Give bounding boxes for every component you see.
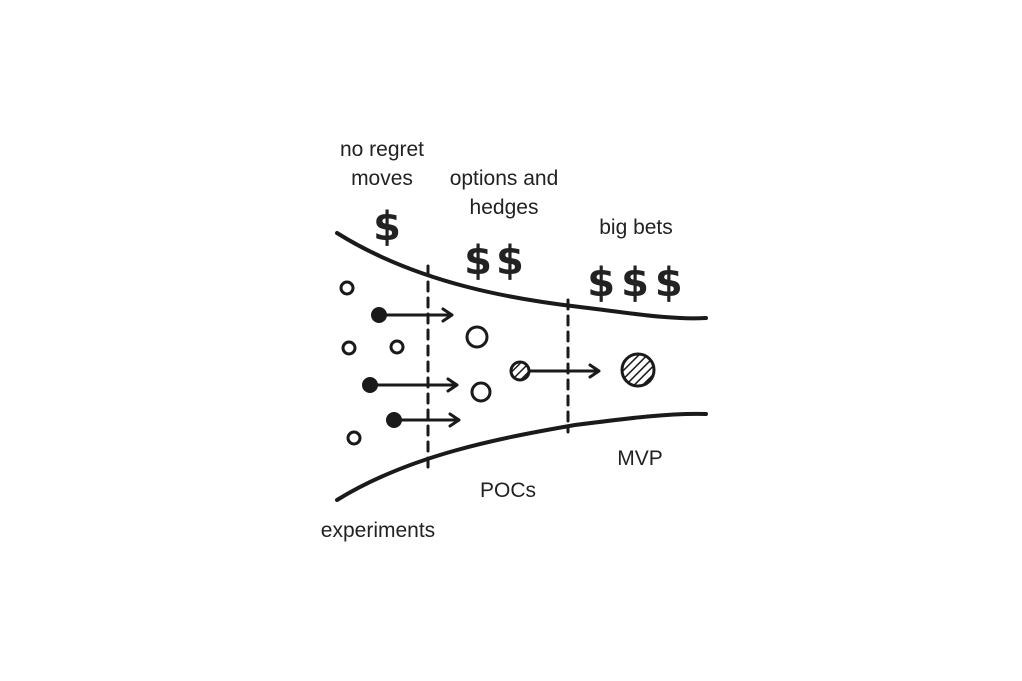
experiment-circle bbox=[341, 340, 357, 356]
experiment-circle bbox=[346, 430, 362, 446]
poc-circle bbox=[470, 381, 492, 403]
stage-title-big-bets: big bets bbox=[599, 216, 673, 239]
funnel-bottom-edge bbox=[335, 411, 708, 502]
experiment-circle bbox=[389, 339, 405, 355]
stage-title-options-line2: hedges bbox=[470, 196, 539, 219]
promoted-experiment-dot bbox=[362, 377, 378, 393]
experiment-circle bbox=[339, 280, 355, 296]
funnel-top-edge bbox=[335, 231, 708, 321]
cost-options: $$ bbox=[464, 238, 528, 284]
progress-arrow bbox=[396, 412, 461, 428]
cost-big-bets: $$$ bbox=[587, 260, 689, 306]
mvp-hatched-circle bbox=[620, 352, 656, 388]
progress-arrow bbox=[372, 377, 459, 393]
progress-arrow bbox=[527, 363, 601, 379]
cost-no-regret: $ bbox=[373, 204, 401, 250]
promoted-experiment-dot bbox=[386, 412, 402, 428]
promoted-poc-hatched bbox=[509, 360, 531, 382]
progress-arrow bbox=[381, 307, 454, 323]
stage-title-options-line1: options and bbox=[450, 167, 559, 190]
phase-label-experiments: experiments bbox=[321, 519, 435, 542]
phase-label-mvp: MVP bbox=[617, 447, 663, 470]
stage-title-no-regret-line1: no regret bbox=[340, 138, 424, 161]
phase-label-pocs: POCs bbox=[480, 479, 536, 502]
poc-circle bbox=[465, 325, 489, 349]
promoted-experiment-dot bbox=[371, 307, 387, 323]
stage-title-no-regret-line2: moves bbox=[351, 167, 413, 190]
